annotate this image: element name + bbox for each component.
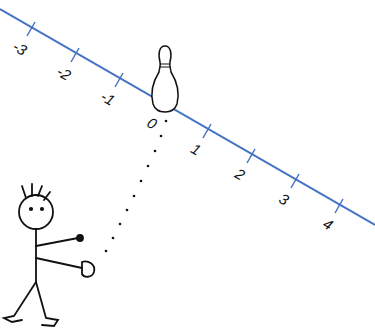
- tick-label: -2: [54, 63, 73, 83]
- tick-label: 2: [233, 165, 248, 182]
- tick-marks: [27, 22, 343, 213]
- ball-path: [105, 120, 168, 253]
- pin-stripe: [160, 64, 170, 65]
- tick-label: 0: [145, 114, 160, 131]
- tick-label: 4: [321, 215, 336, 232]
- number-line: [0, 9, 375, 225]
- tick-label: 1: [189, 140, 204, 157]
- tick-label: -3: [10, 38, 29, 58]
- tick-label: 3: [277, 190, 292, 207]
- stick-figure: [4, 184, 94, 326]
- bowling-pin: [152, 46, 178, 112]
- pin-stripe: [160, 67, 170, 68]
- tick-label: -1: [98, 88, 117, 108]
